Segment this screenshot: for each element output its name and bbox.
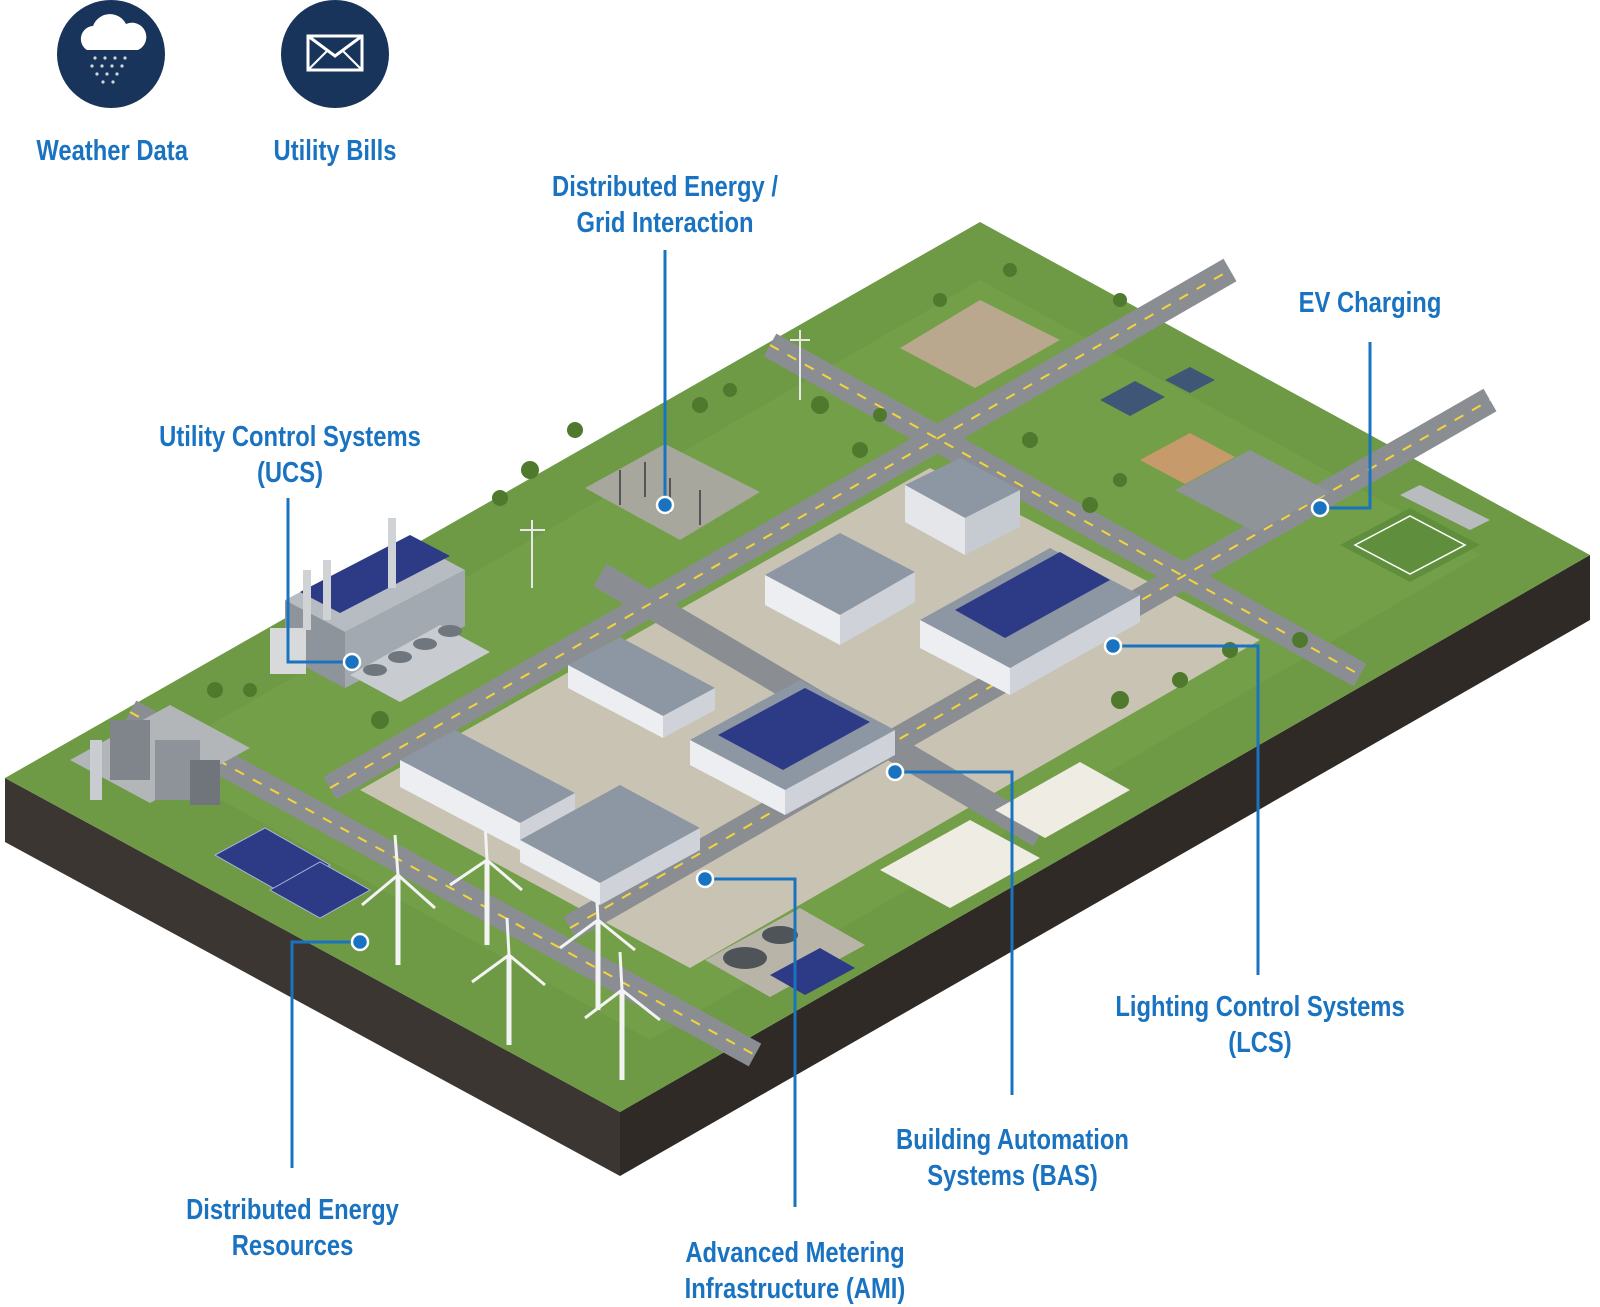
callout-lcs-line1: Lighting Control Systems [1115, 991, 1405, 1023]
callout-ami-line1: Advanced Metering [685, 1237, 905, 1269]
callout-dots [342, 495, 1330, 952]
callout-bas: Building Automation Systems (BAS) [871, 1122, 1154, 1194]
callout-der-line2: Resources [231, 1230, 354, 1262]
callout-bas-line2: Systems (BAS) [927, 1160, 1098, 1192]
water-treatment-plant [705, 908, 865, 997]
utility-bills-icon-badge [281, 0, 389, 108]
callout-distributed-energy-grid: Distributed Energy / Grid Interaction [513, 169, 816, 241]
callout-deg-line2: Grid Interaction [576, 207, 754, 239]
callout-ev-charging: EV Charging [1251, 285, 1489, 321]
solar-field [213, 827, 372, 919]
construction-lot [900, 300, 1060, 388]
callout-lcs-line2: (LCS) [1228, 1027, 1292, 1059]
sports-stadium [1340, 485, 1490, 582]
power-plant [270, 518, 490, 702]
callout-ucs-line1: Utility Control Systems [159, 421, 421, 453]
cloud-rain-icon [80, 14, 147, 84]
callout-ami-line2: Infrastructure (AMI) [684, 1273, 906, 1305]
soil-front-face [5, 778, 620, 1176]
campus-buildings [400, 458, 1140, 905]
callout-ami: Advanced Metering Infrastructure (AMI) [652, 1235, 939, 1307]
transmission-towers [520, 330, 810, 588]
weather-data-label: Weather Data [36, 135, 188, 167]
weather-data-icon-badge [57, 0, 165, 108]
callout-ev-line1: EV Charging [1298, 287, 1442, 319]
callout-ucs-line2: (UCS) [256, 457, 324, 489]
callout-der-line1: Distributed Energy [186, 1194, 399, 1226]
callout-bas-line1: Building Automation [896, 1124, 1129, 1156]
road-center-lines [129, 269, 1491, 1056]
soil-right-face [620, 555, 1590, 1176]
callout-leaders [286, 250, 1372, 1207]
utility-bills-label: Utility Bills [273, 135, 397, 167]
callout-ucs: Utility Control Systems (UCS) [142, 419, 437, 491]
callout-der: Distributed Energy Resources [167, 1192, 417, 1264]
ev-charging-area [1100, 367, 1330, 532]
warehouses [880, 762, 1130, 908]
callout-lcs: Lighting Control Systems (LCS) [1096, 989, 1424, 1061]
envelope-icon [306, 34, 364, 72]
wind-turbines [361, 821, 661, 1080]
industrial-plant [70, 705, 250, 805]
callout-deg-line1: Distributed Energy / [552, 171, 778, 203]
